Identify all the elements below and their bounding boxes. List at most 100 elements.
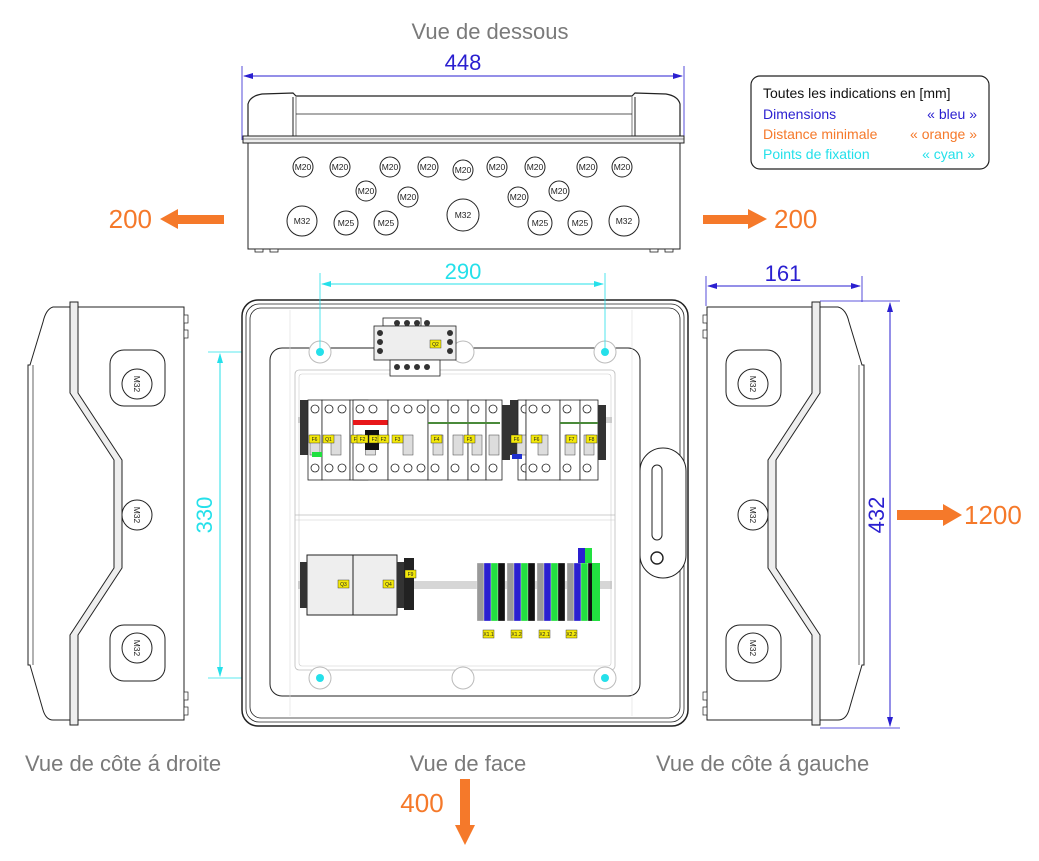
legend-min-distance-label: Distance minimale	[763, 126, 878, 142]
cable-gland: M20	[397, 186, 419, 208]
cable-gland: M20	[292, 156, 314, 178]
cable-gland-label: M25	[338, 218, 355, 228]
cable-gland-label: M32	[748, 507, 758, 524]
din-module	[485, 399, 503, 481]
svg-text:F6: F6	[312, 437, 318, 443]
svg-text:Q2: Q2	[432, 342, 439, 348]
cable-gland-label: M20	[332, 162, 349, 172]
cable-gland: M20	[452, 159, 474, 181]
cable-gland-label: M20	[579, 162, 596, 172]
component-label: F6	[530, 434, 543, 444]
fixing-point-bottom-right	[601, 674, 609, 682]
dimension-width-label: 448	[445, 50, 482, 75]
cable-gland-label: M32	[748, 376, 758, 393]
component-label: F5	[463, 434, 476, 444]
svg-text:F6: F6	[514, 437, 520, 443]
svg-text:F8: F8	[589, 437, 595, 443]
cable-gland: M25	[333, 210, 359, 236]
cable-gland: M20	[417, 156, 439, 178]
svg-text:Q1: Q1	[325, 437, 332, 443]
svg-text:F2: F2	[372, 437, 378, 443]
dimension-depth: 161	[705, 261, 863, 306]
dimension-depth-label: 161	[765, 261, 802, 286]
terminal-block-group	[566, 562, 596, 622]
view-title-bottom: Vue de dessous	[412, 19, 569, 44]
cable-gland-label: M25	[532, 218, 549, 228]
cable-gland-label: M32	[616, 216, 633, 226]
component-label: Q1	[322, 434, 335, 444]
din-module	[447, 399, 469, 481]
svg-text:F3: F3	[395, 437, 401, 443]
cable-gland-label: M20	[358, 186, 375, 196]
svg-text:F9: F9	[408, 572, 414, 578]
clearance-bottom: 400	[400, 779, 475, 845]
cable-gland: M32	[121, 632, 153, 664]
cable-gland-label: M25	[572, 218, 589, 228]
dimension-fixing-vertical-label: 330	[192, 497, 217, 534]
component-label: F3	[391, 434, 404, 444]
arrow-right-icon	[897, 504, 962, 526]
cable-gland: M20	[379, 156, 401, 178]
terminal-label: X2.1	[538, 629, 551, 639]
legend-min-distance-value: « orange »	[910, 126, 977, 142]
cable-gland: M20	[486, 156, 508, 178]
dimension-height-label: 432	[864, 497, 889, 534]
cable-gland: M32	[737, 499, 769, 531]
svg-text:F2: F2	[360, 437, 366, 443]
cable-gland: M32	[608, 205, 640, 237]
component-label: F2	[377, 434, 390, 444]
legend-fixing-points-label: Points de fixation	[763, 146, 870, 162]
cable-gland: M32	[446, 198, 480, 232]
clearance-bottom-label: 400	[400, 788, 443, 818]
contactor-label: Q4	[382, 579, 395, 589]
svg-text:X2.1: X2.1	[539, 632, 550, 638]
clearance-side-label: 1200	[964, 500, 1022, 530]
component-label: F7	[565, 434, 578, 444]
cable-gland-label: M20	[420, 162, 437, 172]
terminal-block-group	[476, 562, 506, 622]
cable-gland-label: M20	[400, 192, 417, 202]
left-side-view	[702, 301, 865, 726]
clearance-left-label: 200	[109, 204, 152, 234]
clearance-side: 1200	[897, 500, 1022, 530]
cable-gland: M25	[373, 210, 399, 236]
component-label: F6	[510, 434, 523, 444]
component-label: F2	[356, 434, 369, 444]
svg-text:F1: F1	[354, 437, 360, 443]
cable-gland: M32	[121, 499, 153, 531]
view-title-right-side: Vue de côte á droite	[25, 751, 221, 776]
component-label: F9	[404, 569, 417, 579]
contactor-label: Q2	[429, 339, 442, 349]
cable-gland-label: M20	[614, 162, 631, 172]
cable-gland-label: M20	[455, 165, 472, 175]
contactor-label: Q3	[337, 579, 350, 589]
dimension-fixing-horizontal-label: 290	[445, 259, 482, 284]
svg-text:F7: F7	[569, 437, 575, 443]
cable-gland-label: M32	[132, 376, 142, 393]
component-label: F8	[585, 434, 598, 444]
dimension-width: 448	[241, 50, 685, 140]
component-label: F4	[430, 434, 443, 444]
right-side-view	[27, 301, 189, 726]
arrow-right-icon	[703, 209, 767, 229]
cable-gland: M20	[611, 156, 633, 178]
cable-gland: M32	[286, 205, 318, 237]
svg-text:F4: F4	[434, 437, 440, 443]
view-title-left-side: Vue de côte á gauche	[656, 751, 869, 776]
terminal-block-group	[536, 562, 566, 622]
clearance-right-label: 200	[774, 204, 817, 234]
cable-gland-label: M20	[527, 162, 544, 172]
cable-gland: M20	[355, 180, 377, 202]
cable-gland-label: M20	[551, 186, 568, 196]
view-title-front: Vue de face	[410, 751, 527, 776]
legend-fixing-points-value: « cyan »	[922, 146, 975, 162]
cable-gland: M20	[507, 186, 529, 208]
cable-gland-label: M32	[294, 216, 311, 226]
cable-gland: M20	[548, 180, 570, 202]
svg-text:F6: F6	[534, 437, 540, 443]
svg-text:X1.1: X1.1	[483, 632, 494, 638]
legend-dimensions-label: Dimensions	[763, 106, 836, 122]
component-label: F6	[308, 434, 321, 444]
